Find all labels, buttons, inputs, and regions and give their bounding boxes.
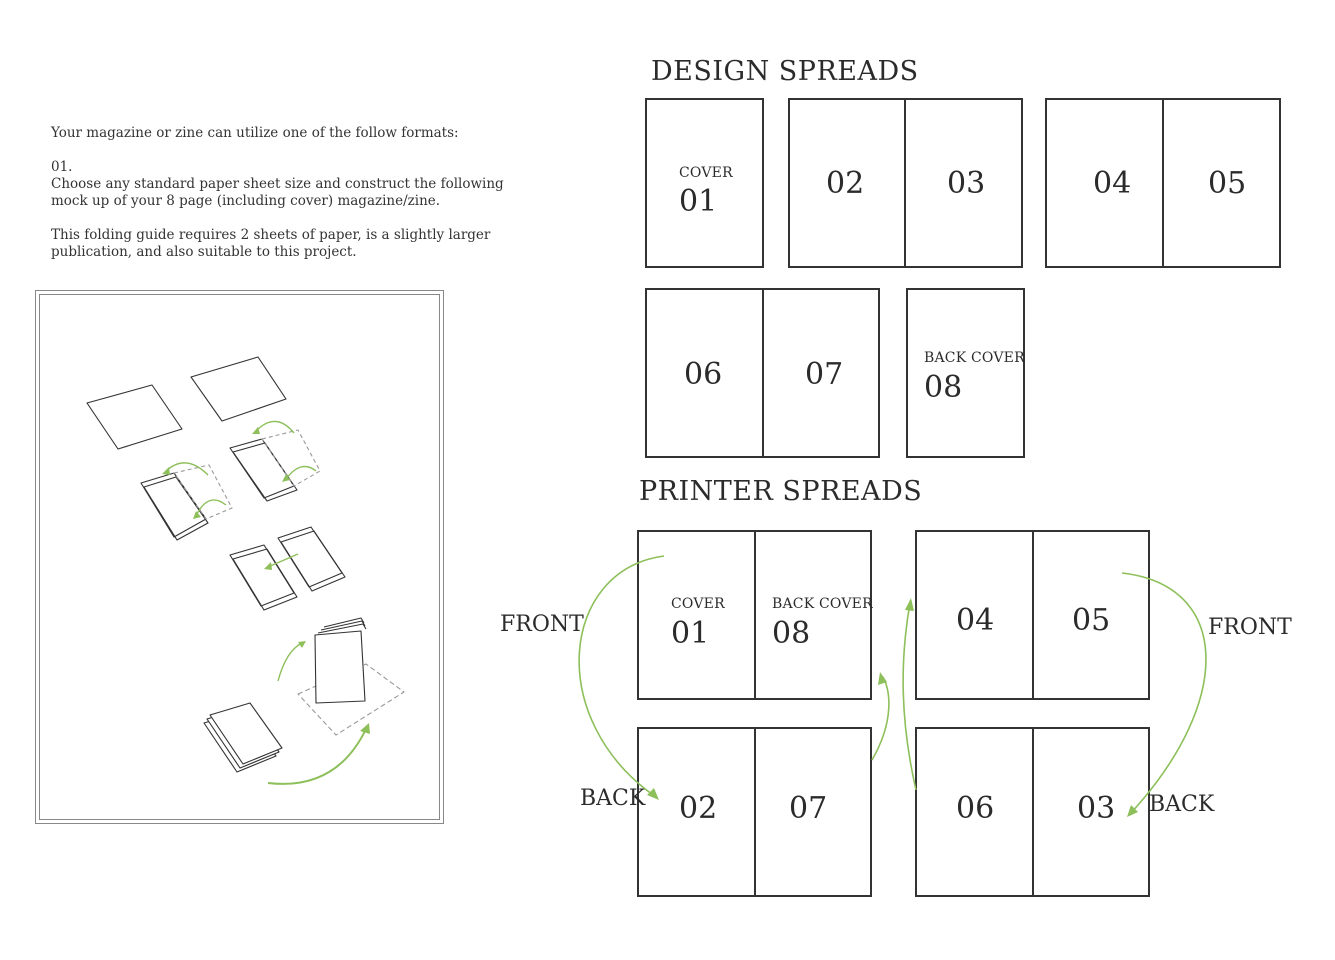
arrowhead-icon xyxy=(878,672,887,685)
note-block: This folding guide requires 2 sheets of … xyxy=(51,227,521,261)
page-number: 06 xyxy=(956,791,995,826)
intro-text: Your magazine or zine can utilize one of… xyxy=(51,125,521,278)
page-number: 05 xyxy=(1208,166,1247,201)
design-page-06: 06 xyxy=(645,288,764,458)
design-page-04: 04 xyxy=(1045,98,1164,268)
printer-page-02: 02 xyxy=(637,727,756,897)
page-number: 03 xyxy=(947,166,986,201)
option-number: 01. xyxy=(51,159,73,175)
page-stack-icon xyxy=(203,702,283,773)
sheet-1-icon xyxy=(86,384,183,450)
folding-guide-inner xyxy=(39,294,440,820)
page-number: 01 xyxy=(671,616,710,651)
back-label-right: BACK xyxy=(1149,792,1215,817)
page-number: 05 xyxy=(1072,603,1111,638)
printer-page-05: 05 xyxy=(1032,530,1150,700)
page-number: 04 xyxy=(956,603,995,638)
note-2: publication, and also suitable to this p… xyxy=(51,244,357,260)
flip-arrow-middle-1 xyxy=(871,676,890,761)
front-label-right: FRONT xyxy=(1208,615,1292,640)
page-number: 06 xyxy=(684,357,723,392)
page-number: 07 xyxy=(805,357,844,392)
arrowhead-icon xyxy=(905,598,914,611)
design-page-cover: COVER 01 xyxy=(645,98,764,268)
page-number: 08 xyxy=(772,616,811,651)
printer-page-back-cover: BACK COVER 08 xyxy=(754,530,873,700)
design-page-back-cover: BACK COVER 08 xyxy=(906,288,1025,458)
sheet-2-icon xyxy=(190,356,287,422)
guide-arrows xyxy=(165,420,367,785)
option-block: 01. Choose any standard paper sheet size… xyxy=(51,159,521,210)
front-label-left: FRONT xyxy=(500,612,584,637)
note-1: This folding guide requires 2 sheets of … xyxy=(51,227,491,243)
design-page-05: 05 xyxy=(1162,98,1281,268)
folded-sheet-right-icon xyxy=(229,429,321,502)
intro-line: Your magazine or zine can utilize one of… xyxy=(51,125,459,141)
page-label: BACK COVER xyxy=(924,350,1025,366)
page-label: COVER xyxy=(671,596,725,612)
printer-page-04: 04 xyxy=(915,530,1034,700)
design-page-02: 02 xyxy=(788,98,906,268)
finished-booklet-icon xyxy=(297,617,405,736)
printer-page-cover: COVER 01 xyxy=(637,530,756,700)
nested-halves-icon xyxy=(229,526,346,611)
folding-guide-frame xyxy=(35,290,444,824)
page-number: 07 xyxy=(789,791,828,826)
back-label-left: BACK xyxy=(580,786,646,811)
option-text-1: Choose any standard paper sheet size and… xyxy=(51,176,504,192)
printer-page-07: 07 xyxy=(754,727,872,897)
printer-page-06: 06 xyxy=(915,727,1034,897)
page-number: 02 xyxy=(826,166,865,201)
printer-page-03: 03 xyxy=(1032,727,1150,897)
page-number: 08 xyxy=(924,370,963,405)
folding-guide-illustration xyxy=(86,356,405,785)
option-text-2: mock up of your 8 page (including cover)… xyxy=(51,193,441,209)
page-number: 02 xyxy=(679,791,718,826)
page-number: 04 xyxy=(1093,166,1132,201)
design-page-07: 07 xyxy=(762,288,880,458)
page-label: COVER xyxy=(679,165,733,181)
design-page-03: 03 xyxy=(904,98,1023,268)
folded-sheet-left-icon xyxy=(140,464,233,541)
guide-arrowheads xyxy=(162,427,370,734)
page-number: 03 xyxy=(1077,791,1116,826)
page-label: BACK COVER xyxy=(772,596,873,612)
page-number: 01 xyxy=(679,184,718,219)
design-spreads-title: DESIGN SPREADS xyxy=(651,56,919,87)
printer-spreads-title: PRINTER SPREADS xyxy=(639,476,923,507)
